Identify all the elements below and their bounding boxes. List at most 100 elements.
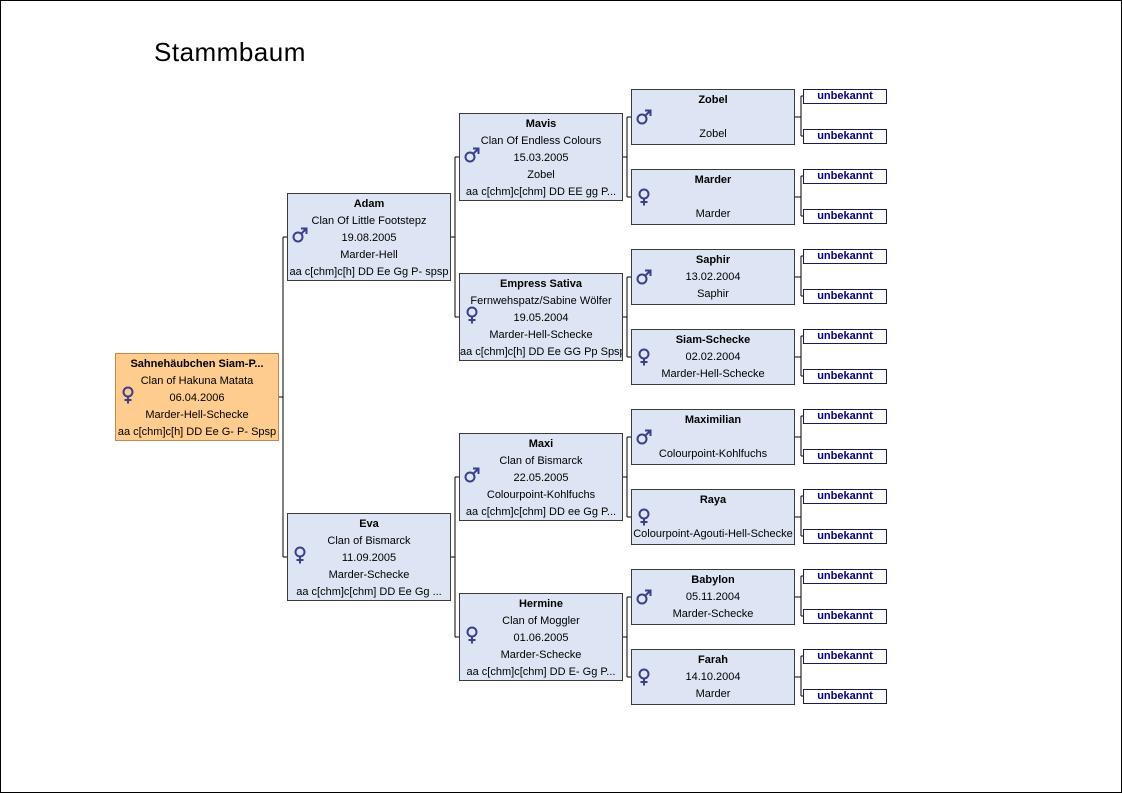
cat-name: Mavis [525,118,557,130]
cat-info-line: 13.02.2004 [685,271,741,283]
unknown-ancestor-box[interactable]: unbekannt [803,409,887,424]
cat-name: Raya [699,494,727,506]
cat-name: Sahnehäubchen Siam-P... [130,358,264,370]
female-symbol-icon [466,306,478,324]
male-symbol-icon [464,147,480,163]
cat-info-line: Marder-Schecke [672,608,754,620]
cat-info-line: aa c[chm]c[h] DD Ee GG Pp Spsp [460,346,622,358]
unknown-ancestor-box[interactable]: unbekannt [803,329,887,344]
cat-info-line: Marder-Hell-Schecke [489,329,593,341]
cat-info-line: aa c[chm]c[chm] DD E- Gg P... [466,666,616,678]
cat-info-line: Clan of Bismarck [499,455,583,467]
male-symbol-icon [636,109,652,125]
cat-info-line: 19.05.2004 [513,312,569,324]
cat-name: Zobel [698,94,728,106]
unknown-ancestor-box[interactable]: unbekannt [803,489,887,504]
female-symbol-icon [466,626,478,644]
cat-info-line: 11.09.2005 [341,552,397,564]
cat-info-line: Marder-Hell-Schecke [661,368,765,380]
cat-info-line: Zobel [699,128,727,140]
cat-info-line: Saphir [697,288,729,300]
cat-info-line: 14.10.2004 [685,671,741,683]
cat-info-line: Fernwehspatz/Sabine Wölfer [470,295,612,307]
unknown-ancestor-box[interactable]: unbekannt [803,649,887,664]
cat-info-line: Clan of Bismarck [327,535,411,547]
cat-info-line: 01.06.2005 [513,632,569,644]
cat-name: Saphir [695,254,731,266]
cat-info-line: Colourpoint-Kohlfuchs [486,489,596,501]
male-symbol-icon [292,227,308,243]
unknown-ancestor-box[interactable]: unbekannt [803,89,887,104]
cat-info-line: Marder [695,208,731,220]
cat-info-line: Colourpoint-Kohlfuchs [658,448,768,460]
female-symbol-icon [638,508,650,526]
unknown-ancestor-box[interactable]: unbekannt [803,169,887,184]
cat-name: Marder [694,174,732,186]
cat-info-line: aa c[chm]c[h] DD Ee G- P- Spsp [117,426,277,438]
page-title: Stammbaum [154,37,306,67]
cat-name: Hermine [518,598,564,610]
unknown-ancestor-box[interactable]: unbekannt [803,569,887,584]
cat-info-line: Colourpoint-Agouti-Hell-Schecke [633,528,793,540]
cat-info-line: aa c[chm]c[chm] DD Ee Gg ... [296,586,442,598]
cat-info-line: Zobel [527,169,555,181]
cat-info-line: aa c[chm]c[chm] DD EE gg P... [465,186,617,198]
unknown-ancestor-box[interactable]: unbekannt [803,209,887,224]
unknown-ancestor-box[interactable]: unbekannt [803,369,887,384]
male-symbol-icon [636,589,652,605]
cat-info-line: 22.05.2005 [513,472,569,484]
female-symbol-icon [638,188,650,206]
cat-info-line: Marder-Schecke [500,649,582,661]
cat-info-line: aa c[chm]c[chm] DD ee Gg P... [465,506,617,518]
female-symbol-icon [638,668,650,686]
male-symbol-icon [636,269,652,285]
unknown-ancestor-box[interactable]: unbekannt [803,249,887,264]
unknown-ancestor-box[interactable]: unbekannt [803,689,887,704]
cat-info-line: 02.02.2004 [685,351,741,363]
cat-info-line: Clan of Moggler [502,615,580,627]
cat-name: Siam-Schecke [675,334,751,346]
cat-info-line: Clan of Hakuna Matata [140,375,254,387]
cat-name: Farah [698,654,728,666]
cat-name: Maximilian [684,414,742,426]
female-symbol-icon [294,546,306,564]
cat-name: Eva [359,518,379,530]
male-symbol-icon [636,429,652,445]
cat-info-line: Marder [695,688,731,700]
unknown-ancestor-box[interactable]: unbekannt [803,609,887,624]
cat-info-line: Marder-Schecke [328,569,410,581]
cat-info-line: Marder-Hell [340,249,398,261]
cat-name: Babylon [691,574,735,586]
cat-info-line: 15.03.2005 [513,152,569,164]
cat-info-line: Marder-Hell-Schecke [145,409,249,421]
female-symbol-icon [638,348,650,366]
cat-info-line: 19.08.2005 [341,232,397,244]
cat-name: Adam [353,198,385,210]
cat-name: Empress Sativa [500,278,582,290]
unknown-ancestor-box[interactable]: unbekannt [803,529,887,544]
subject-card[interactable]: Sahnehäubchen Siam-P... Clan of Hakuna Ma… [115,353,279,441]
cat-name: Maxi [528,438,554,450]
cat-info-line: Clan Of Endless Colours [480,135,602,147]
unknown-ancestor-box[interactable]: unbekannt [803,129,887,144]
female-symbol-icon [122,386,134,404]
cat-info-line: 06.04.2006 [169,392,225,404]
cat-info-line: aa c[chm]c[h] DD Ee Gg P- spsp [289,266,449,278]
unknown-ancestor-box[interactable]: unbekannt [803,289,887,304]
unknown-ancestor-box[interactable]: unbekannt [803,449,887,464]
